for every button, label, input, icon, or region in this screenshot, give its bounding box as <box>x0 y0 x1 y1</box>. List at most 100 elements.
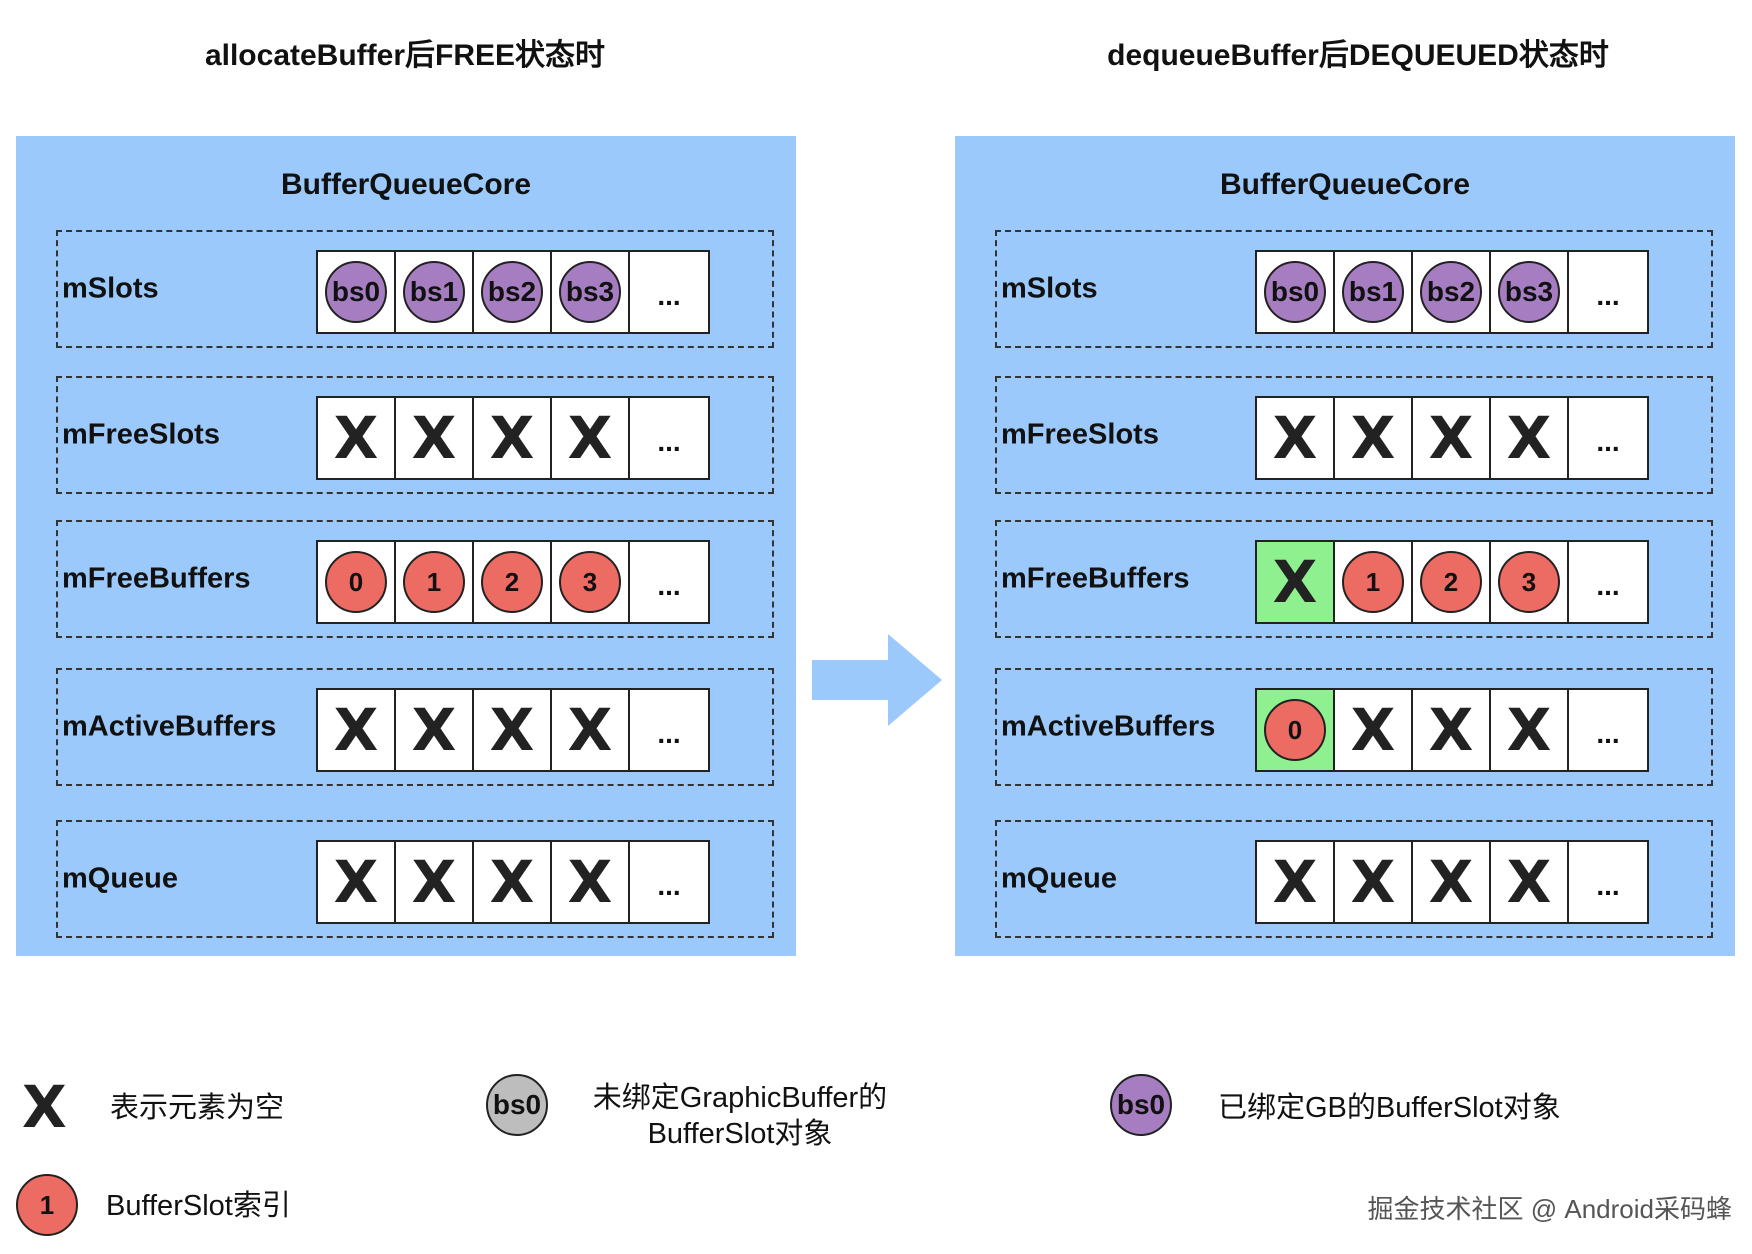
ellipsis: ... <box>657 870 681 901</box>
ellipsis: ... <box>1596 426 1620 457</box>
empty-cross-icon: X <box>1350 696 1396 764</box>
ellipsis: ... <box>1596 718 1620 749</box>
slot-cell: X <box>1257 842 1335 922</box>
slot-cell: bs0 <box>318 252 396 332</box>
empty-cross-icon: X <box>1272 404 1318 472</box>
slot-cell: bs2 <box>474 252 552 332</box>
slot-cell: bs2 <box>1413 252 1491 332</box>
right-title: dequeueBuffer后DEQUEUED状态时 <box>1107 39 1609 72</box>
slot-cell: ... <box>630 398 708 478</box>
slot-cell: X <box>1257 542 1335 622</box>
buffer-slot-circle: bs2 <box>1420 261 1482 323</box>
slot-cell: ... <box>1569 398 1647 478</box>
slot-cell: X <box>1335 690 1413 770</box>
slot-cell: ... <box>1569 252 1647 332</box>
section-label: mActiveBuffers <box>62 710 277 743</box>
slot-cell: bs1 <box>1335 252 1413 332</box>
empty-cross-icon: X <box>1506 404 1552 472</box>
legend-gray-text-line1: 未绑定GraphicBuffer的 <box>592 1082 888 1114</box>
empty-cross-icon: X <box>489 404 535 472</box>
buffer-slot-circle: bs2 <box>481 261 543 323</box>
empty-cross-icon: X <box>333 404 379 472</box>
legend-red: 1 <box>16 1174 78 1236</box>
transition-arrow-icon <box>812 634 942 726</box>
slot-cell: X <box>552 842 630 922</box>
slot-index-circle: 0 <box>1264 699 1326 761</box>
slot-index-circle: 2 <box>1420 551 1482 613</box>
legend-cross: X <box>22 1078 67 1136</box>
ellipsis: ... <box>657 426 681 457</box>
slot-cell: X <box>1491 398 1569 478</box>
ellipsis: ... <box>657 280 681 311</box>
purple-circle-icon: bs0 <box>1110 1074 1172 1136</box>
empty-cross-icon: X <box>567 848 613 916</box>
section-label: mQueue <box>1001 862 1118 895</box>
section-label: mQueue <box>62 862 179 895</box>
slot-cell: X <box>1491 690 1569 770</box>
legend-gray-text: 未绑定GraphicBuffer的 BufferSlot对象 <box>580 1080 900 1152</box>
slot-cell: X <box>1335 398 1413 478</box>
slot-cell: X <box>1335 842 1413 922</box>
slot-cell: X <box>318 690 396 770</box>
core-title: BufferQueueCore <box>280 168 532 201</box>
buffer-slot-circle: bs3 <box>1498 261 1560 323</box>
slot-cell: bs3 <box>552 252 630 332</box>
ellipsis: ... <box>1596 570 1620 601</box>
slot-cell: 2 <box>1413 542 1491 622</box>
left-title: allocateBuffer后FREE状态时 <box>204 39 606 72</box>
slot-cell: 3 <box>1491 542 1569 622</box>
ellipsis: ... <box>657 570 681 601</box>
empty-cross-icon: X <box>1506 696 1552 764</box>
slot-cell: X <box>552 398 630 478</box>
slot-index-circle: 3 <box>559 551 621 613</box>
slot-cell: X <box>1413 842 1491 922</box>
slot-cell: X <box>474 398 552 478</box>
empty-cross-icon: X <box>489 848 535 916</box>
legend-gray-text-line2: BufferSlot对象 <box>647 1118 833 1150</box>
slot-cell: 3 <box>552 542 630 622</box>
slot-cells: bs0 bs1 bs2 bs3... <box>1255 250 1649 334</box>
empty-cross-icon: X <box>411 404 457 472</box>
slot-cell: X <box>474 690 552 770</box>
slot-cell: bs1 <box>396 252 474 332</box>
slot-index-circle: 1 <box>403 551 465 613</box>
slot-index-circle: 1 <box>1342 551 1404 613</box>
red-circle-icon: 1 <box>16 1174 78 1236</box>
slot-cell: ... <box>630 690 708 770</box>
slot-cell: bs0 <box>1257 252 1335 332</box>
empty-cross-icon: X <box>411 848 457 916</box>
slot-cell: ... <box>1569 690 1647 770</box>
slot-cell: X <box>1257 398 1335 478</box>
empty-cross-icon: X <box>1272 548 1318 616</box>
core-title: BufferQueueCore <box>1219 168 1471 201</box>
ellipsis: ... <box>1596 280 1620 311</box>
slot-cell: X <box>318 398 396 478</box>
legend-red-text: BufferSlot索引 <box>106 1190 291 1222</box>
section-label: mActiveBuffers <box>1001 710 1216 743</box>
buffer-slot-circle: bs1 <box>1342 261 1404 323</box>
slot-cell: 0 <box>318 542 396 622</box>
section-label: mFreeBuffers <box>62 562 251 595</box>
empty-cross-icon: X <box>489 696 535 764</box>
slot-cell: X <box>552 690 630 770</box>
buffer-slot-circle: bs0 <box>1264 261 1326 323</box>
gray-circle-icon: bs0 <box>486 1074 548 1136</box>
ellipsis: ... <box>657 718 681 749</box>
slot-cell: X <box>318 842 396 922</box>
